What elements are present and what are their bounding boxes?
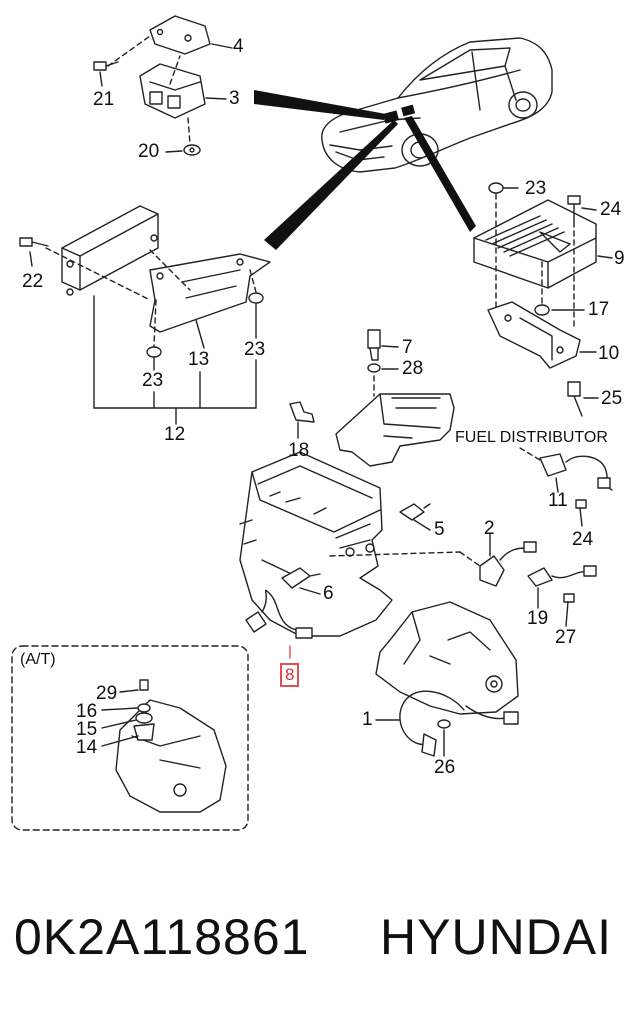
at-inset-label: (A/T) (20, 651, 56, 668)
callout-5: 5 (434, 519, 445, 540)
brand-caption: HYUNDAI (380, 909, 613, 965)
callout-1: 1 (362, 709, 373, 730)
part-22-bolt (19, 237, 49, 267)
part-1-sensor (375, 690, 519, 757)
fuel-distributor-intake (335, 375, 455, 467)
part-18-clip (289, 401, 315, 439)
callout-12: 12 (164, 424, 186, 445)
callout-9: 9 (614, 248, 625, 269)
callout-25: 25 (601, 388, 623, 409)
callout-23-ecu: 23 (525, 178, 547, 199)
callout-4: 4 (233, 36, 244, 57)
dashed-leaders-mid (45, 247, 257, 347)
part-2-sensor (479, 533, 537, 587)
at-inset-box (11, 645, 249, 831)
part-number-caption: 0K2A118861 (14, 909, 310, 965)
leader-stripes (254, 90, 476, 250)
callout-16: 16 (76, 701, 98, 722)
callout-13: 13 (188, 349, 210, 370)
callout-10: 10 (598, 343, 620, 364)
part-21-bolt (93, 61, 119, 87)
part-24-bolt-lower (575, 499, 587, 527)
part-6-sensor (281, 567, 321, 595)
callout-28: 28 (402, 358, 424, 379)
callout-24-lower: 24 (572, 529, 594, 550)
callout-15: 15 (76, 719, 98, 740)
part-22-module (61, 205, 159, 296)
dashed-leader-engine (329, 551, 481, 567)
callout-18: 18 (288, 440, 310, 461)
callout-21: 21 (93, 89, 115, 110)
part-28-washer (367, 363, 399, 373)
callout-19: 19 (527, 608, 549, 629)
part-3-relay (139, 63, 227, 119)
part-8-oxygen-sensor (245, 589, 313, 659)
dashed-leaders-top (107, 35, 191, 145)
part-23-nuts (146, 292, 264, 371)
callout-27: 27 (555, 627, 577, 648)
callout-2: 2 (484, 518, 495, 539)
fuel-distributor-label: FUEL DISTRIBUTOR (455, 429, 608, 446)
callout-14: 14 (76, 737, 98, 758)
part-23-nut-ecu (488, 182, 519, 194)
car-illustration (321, 37, 553, 173)
engine-block (239, 451, 393, 637)
part-27-bolt (563, 593, 575, 627)
part-19-sensor (527, 565, 597, 609)
callout-7: 7 (402, 337, 413, 358)
callout-17: 17 (588, 299, 610, 320)
part-25-cable-tie (567, 381, 599, 417)
parts-diagram (11, 15, 613, 831)
part-20-nut (165, 144, 201, 156)
part-9-ecu (473, 199, 613, 289)
callout-24-ecu: 24 (600, 199, 622, 220)
callout-3: 3 (229, 88, 240, 109)
callout-11: 11 (548, 490, 568, 511)
part-4-bracket (149, 15, 233, 55)
part-7-sensor (367, 329, 399, 361)
callout-22: 22 (22, 271, 44, 292)
callout-29: 29 (96, 683, 118, 704)
part-24-bolt-ecu (567, 195, 597, 223)
part-11-sensor (519, 447, 613, 493)
dashed-leaders-ecu (495, 193, 575, 331)
callout-20: 20 (138, 141, 160, 162)
at-transmission (101, 679, 227, 813)
callout-8-highlighted: 8 (280, 663, 300, 687)
transmission (375, 601, 519, 715)
part-5-sensor (399, 503, 431, 531)
callout-23-bracket-left: 23 (142, 370, 164, 391)
part-12-bracket-lines (93, 295, 257, 425)
callout-26: 26 (434, 757, 456, 778)
part-13-bracket (149, 253, 271, 349)
callout-23-bracket-right: 23 (244, 339, 266, 360)
part-26-washer (437, 719, 451, 757)
callout-6: 6 (323, 583, 334, 604)
part-17-nut (534, 304, 585, 316)
part-10-bracket (487, 301, 597, 369)
